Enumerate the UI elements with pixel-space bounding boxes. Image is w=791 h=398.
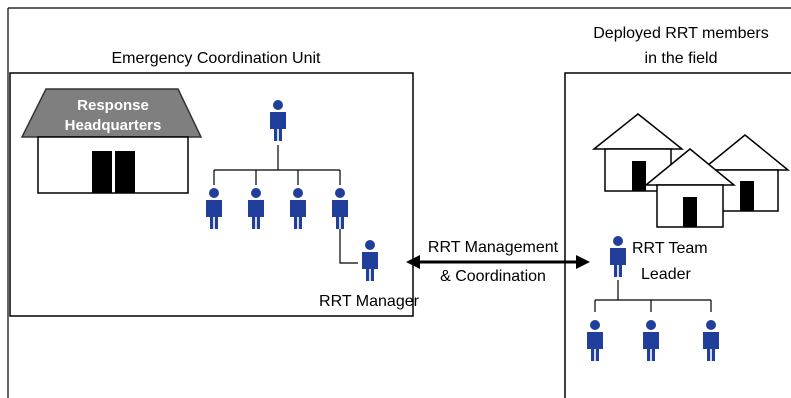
team-leader-label-line1: RRT Team [632,240,708,257]
headquarters-door-right [115,151,135,193]
field-title-line2: in the field [645,50,718,67]
field-house-icon [643,148,737,228]
unit-head-person-icon [270,100,286,141]
rrt-manager-person-icon [362,240,378,281]
headquarters-building-icon [20,88,203,194]
team-leader-label-line2: Leader [641,266,691,283]
rrt-manager-label: RRT Manager [319,293,420,310]
headquarters-label-line1: Response [77,97,149,114]
unit-hierarchy-lines [213,145,358,264]
headquarters-wall [37,136,189,194]
unit-staff-person-icon [206,188,222,229]
field-box [564,72,791,398]
arrow-label-line2: & Coordination [440,268,546,285]
double-arrow-icon [406,255,590,269]
field-member-person-icon [587,320,603,361]
arrow-label-line1: RRT Management [428,239,559,256]
headquarters-label-line2: Headquarters [65,117,162,134]
field-title-line1: Deployed RRT members [593,25,768,42]
team-leader-person-icon [610,236,626,277]
coordination-unit-title: Emergency Coordination Unit [112,50,322,67]
headquarters-roof [20,88,203,138]
field-member-person-icon [703,320,719,361]
field-house-icon [591,113,685,192]
unit-staff-person-icon [290,188,306,229]
coordination-unit-box [9,72,414,317]
unit-staff-person-icon [332,188,348,229]
field-team-lines [594,280,712,312]
field-member-person-icon [643,320,659,361]
headquarters-door-left [92,151,112,193]
unit-staff-person-icon [248,188,264,229]
